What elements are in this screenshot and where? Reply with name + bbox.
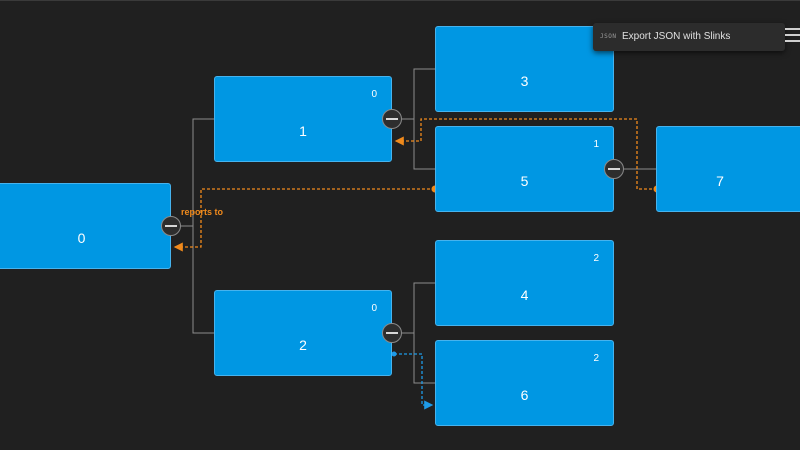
- node-6[interactable]: 2 6: [435, 340, 614, 426]
- node-badge: 2: [593, 353, 599, 364]
- tree-link-2-6: [392, 332, 435, 384]
- collapse-toggle-node-1[interactable]: [382, 109, 402, 129]
- node-badge: 2: [593, 253, 599, 264]
- node-2[interactable]: 0 2: [214, 290, 392, 376]
- node-1[interactable]: 0 1: [214, 76, 392, 162]
- node-label: 6: [520, 387, 529, 403]
- node-badge: 0: [371, 89, 377, 100]
- node-3[interactable]: 3: [435, 26, 614, 112]
- node-label: 2: [299, 337, 307, 353]
- hamburger-menu-icon[interactable]: [785, 28, 800, 44]
- export-json-with-slinks-item[interactable]: Export JSON with Slinks: [622, 31, 731, 42]
- export-menu[interactable]: JSON Export JSON with Slinks: [593, 23, 785, 51]
- slink-7-to-1[interactable]: [394, 118, 657, 190]
- node-label: 7: [716, 173, 724, 189]
- tree-link-0-2: [171, 225, 214, 334]
- collapse-toggle-node-0[interactable]: [161, 216, 181, 236]
- node-label: 4: [520, 287, 529, 303]
- node-label: 1: [299, 123, 307, 139]
- node-badge: 1: [593, 139, 599, 150]
- node-label: 0: [77, 230, 86, 246]
- slink-label: reports to: [181, 207, 224, 217]
- tree-link-1-5: [392, 118, 435, 170]
- collapse-toggle-node-5[interactable]: [604, 159, 624, 179]
- node-4[interactable]: 2 4: [435, 240, 614, 326]
- collapse-toggle-node-2[interactable]: [382, 323, 402, 343]
- node-badge: 0: [371, 303, 377, 314]
- json-icon: JSON: [600, 33, 617, 40]
- node-label: 3: [520, 73, 529, 89]
- slink-5-to-0[interactable]: [173, 188, 435, 252]
- node-5[interactable]: 1 5: [435, 126, 614, 212]
- node-7[interactable]: 7: [656, 126, 800, 212]
- node-0[interactable]: 0: [0, 183, 171, 269]
- slink-2-to-6-start-dot: [391, 351, 397, 357]
- slink-2-to-6[interactable]: [394, 353, 434, 410]
- node-label: 5: [520, 173, 529, 189]
